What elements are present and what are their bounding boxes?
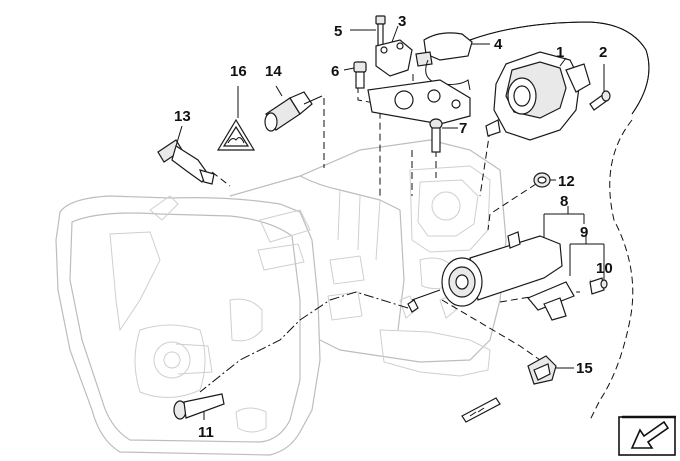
pin-part xyxy=(461,397,501,423)
callout-1: 1 xyxy=(556,44,564,61)
callout-8: 8 xyxy=(560,193,568,210)
bolt-2-part xyxy=(589,64,611,111)
bolt-11-part xyxy=(173,393,225,420)
callout-2: 2 xyxy=(599,44,607,61)
temperature-sensor-part xyxy=(157,125,215,185)
orientation-arrow-icon xyxy=(618,415,676,456)
clip-15-part xyxy=(527,355,574,385)
bolt-7-part xyxy=(429,118,458,153)
gasket-plate xyxy=(367,79,471,125)
hydraulic-unit-part xyxy=(485,51,591,141)
sensor-switch-part xyxy=(264,85,323,132)
grommet-12-part xyxy=(533,172,556,188)
bolt-6-part xyxy=(343,61,367,89)
bolt-10-part xyxy=(589,277,608,295)
bolt-5-part xyxy=(350,15,386,47)
assembly-lines xyxy=(199,74,634,421)
callout-16: 16 xyxy=(230,63,247,80)
harness-connector-part xyxy=(415,21,650,115)
callout-5: 5 xyxy=(334,23,342,40)
bracket-3-part xyxy=(375,25,413,77)
callout-4: 4 xyxy=(494,36,503,53)
callout-15: 15 xyxy=(576,360,593,377)
callout-14: 14 xyxy=(265,63,282,80)
callout-6: 6 xyxy=(331,63,339,80)
callout-11: 11 xyxy=(198,424,214,441)
callout-10: 10 xyxy=(596,260,613,277)
callout-13: 13 xyxy=(174,108,191,125)
warning-label-part xyxy=(216,86,256,151)
callout-3: 3 xyxy=(398,13,406,30)
callout-7: 7 xyxy=(459,120,467,137)
callout-12: 12 xyxy=(558,173,575,190)
callouts: 1 2 3 4 5 6 7 8 9 10 11 12 13 14 15 16 xyxy=(174,13,613,441)
slave-cylinder-part xyxy=(407,206,605,321)
transmission-housing xyxy=(55,139,507,456)
callout-9: 9 xyxy=(580,224,588,241)
